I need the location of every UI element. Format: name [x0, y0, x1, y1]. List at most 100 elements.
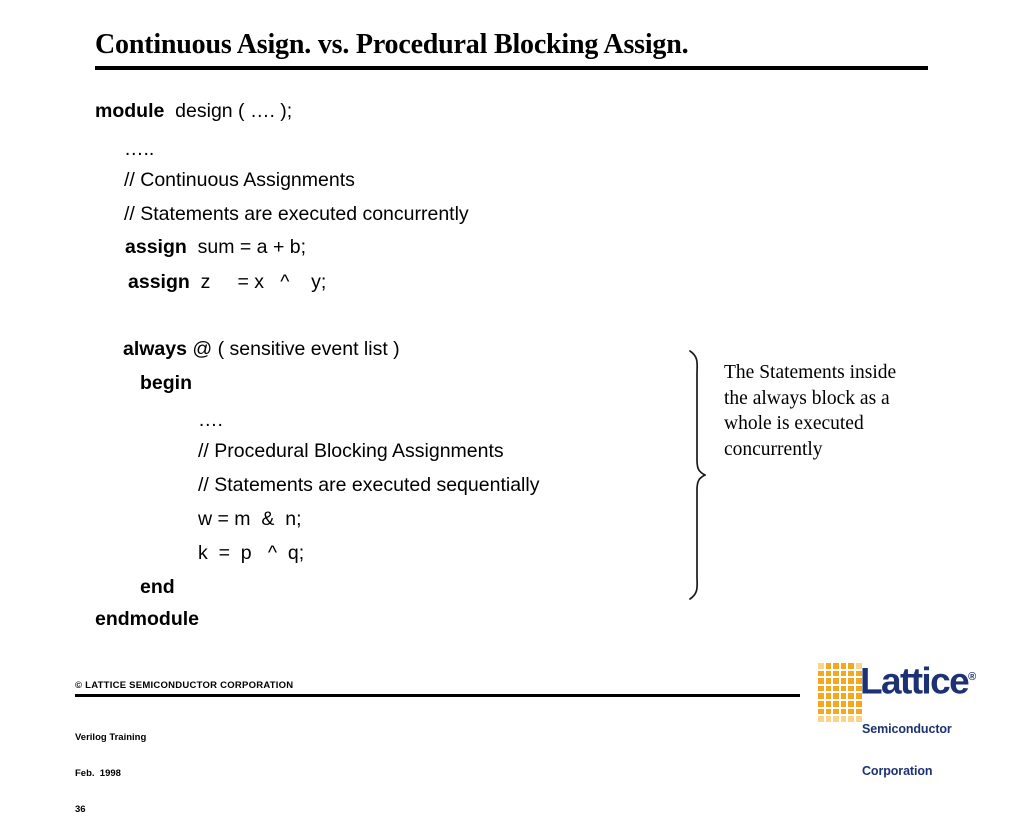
code-line-end: end	[140, 576, 175, 598]
code-text: ….	[198, 409, 223, 431]
logo-dot	[840, 708, 847, 715]
logo-dot	[825, 716, 832, 722]
logo-dot	[855, 663, 862, 669]
logo-dot	[825, 685, 832, 692]
code-line-begin: begin	[140, 372, 192, 394]
code-line-module-decl: module design ( …. );	[95, 100, 292, 122]
code-line-comment-sequential: // Statements are executed sequentially	[198, 474, 539, 496]
logo-dot	[818, 708, 824, 715]
logo-dot	[848, 685, 854, 692]
registered-trademark-icon: ®	[968, 671, 977, 683]
code-line-stmt-w: w = m & n;	[198, 508, 302, 530]
footer-date: Feb. 1998	[75, 768, 121, 779]
code-text: // Statements are executed sequentially	[198, 474, 540, 496]
lattice-wordmark-text: Lattice	[860, 660, 970, 702]
logo-dot	[855, 685, 862, 692]
code-line-ellipsis-2: ….	[198, 409, 223, 431]
code-keyword: assign	[125, 236, 187, 258]
page-title: Continuous Asign. vs. Procedural Blockin…	[95, 29, 689, 60]
logo-dot	[855, 700, 862, 707]
logo-dot	[855, 678, 862, 684]
logo-dot	[840, 700, 847, 707]
lattice-tagline-line2: Corporation	[862, 764, 933, 778]
logo-dot	[848, 678, 854, 684]
logo-dot	[818, 700, 824, 707]
logo-dot	[818, 670, 824, 677]
logo-dot	[848, 700, 854, 707]
logo-dot	[825, 700, 832, 707]
code-keyword: end	[140, 576, 175, 598]
lattice-dot-matrix-icon	[818, 663, 862, 722]
logo-dot	[855, 716, 862, 722]
logo-dot	[855, 670, 862, 677]
footer-divider-rule	[75, 694, 800, 697]
code-line-comment-procedural: // Procedural Blocking Assignments	[198, 440, 504, 462]
logo-dot	[840, 685, 847, 692]
footer-meta: Verilog Training Feb. 1998 36	[75, 708, 146, 828]
code-text: // Continuous Assignments	[124, 169, 355, 191]
logo-dot	[855, 708, 862, 715]
code-keyword: module	[95, 100, 165, 122]
logo-dot	[840, 670, 847, 677]
lattice-tagline: Semiconductor Corporation	[862, 694, 952, 806]
logo-dot	[840, 678, 847, 684]
curly-brace-icon	[672, 350, 706, 600]
title-underline-rule	[95, 66, 928, 70]
code-line-stmt-k: k = p ^ q;	[198, 542, 304, 564]
code-text: z = x ^ y;	[189, 271, 327, 293]
code-keyword: assign	[128, 271, 190, 293]
code-keyword: begin	[140, 372, 192, 394]
logo-dot	[833, 685, 839, 692]
code-text: @ ( sensitive event list )	[186, 338, 400, 360]
code-line-always-block: always @ ( sensitive event list )	[123, 338, 400, 360]
logo-dot	[825, 693, 832, 699]
logo-dot	[825, 708, 832, 715]
logo-dot	[818, 678, 824, 684]
logo-dot	[840, 663, 847, 669]
logo-dot	[825, 678, 832, 684]
logo-dot	[833, 670, 839, 677]
code-keyword: always	[123, 338, 187, 360]
logo-dot	[848, 716, 854, 722]
code-line-comment-concurrent: // Statements are executed concurrently	[124, 203, 469, 225]
logo-dot	[848, 663, 854, 669]
code-line-endmodule: endmodule	[95, 608, 199, 630]
code-keyword: endmodule	[95, 608, 200, 630]
logo-dot	[833, 693, 839, 699]
code-line-assign-sum: assign sum = a + b;	[125, 236, 306, 258]
logo-dot	[833, 716, 839, 722]
footer-copyright: © LATTICE SEMICONDUCTOR CORPORATION	[75, 680, 294, 691]
logo-dot	[818, 685, 824, 692]
logo-dot	[848, 708, 854, 715]
code-text: sum = a + b;	[186, 236, 307, 258]
logo-dot	[825, 670, 832, 677]
logo-dot	[818, 663, 824, 669]
code-text: w = m & n;	[198, 508, 302, 530]
logo-dot	[848, 670, 854, 677]
logo-dot	[825, 663, 832, 669]
code-text: // Procedural Blocking Assignments	[198, 440, 504, 462]
logo-dot	[818, 716, 824, 722]
code-line-comment-continuous: // Continuous Assignments	[124, 169, 355, 191]
code-text: design ( …. );	[164, 100, 293, 122]
lattice-wordmark: Lattice®	[860, 659, 976, 699]
footer-page-number: 36	[75, 804, 86, 815]
footer-course: Verilog Training	[75, 732, 147, 743]
logo-dot	[848, 693, 854, 699]
logo-dot	[833, 678, 839, 684]
code-line-assign-z: assign z = x ^ y;	[128, 271, 326, 293]
logo-dot	[840, 716, 847, 722]
lattice-tagline-line1: Semiconductor	[862, 722, 952, 736]
logo-dot	[833, 700, 839, 707]
lattice-logo: Lattice® Semiconductor Corporation	[818, 659, 978, 778]
code-text: k = p ^ q;	[198, 542, 305, 564]
code-line-ellipsis-1: …..	[124, 138, 154, 160]
logo-dot	[833, 663, 839, 669]
code-text: // Statements are executed concurrently	[124, 203, 469, 225]
logo-dot	[855, 693, 862, 699]
logo-dot	[818, 693, 824, 699]
annotation-text: The Statements inside the always block a…	[724, 362, 897, 460]
logo-dot	[840, 693, 847, 699]
code-text: …..	[124, 138, 155, 160]
logo-dot	[833, 708, 839, 715]
